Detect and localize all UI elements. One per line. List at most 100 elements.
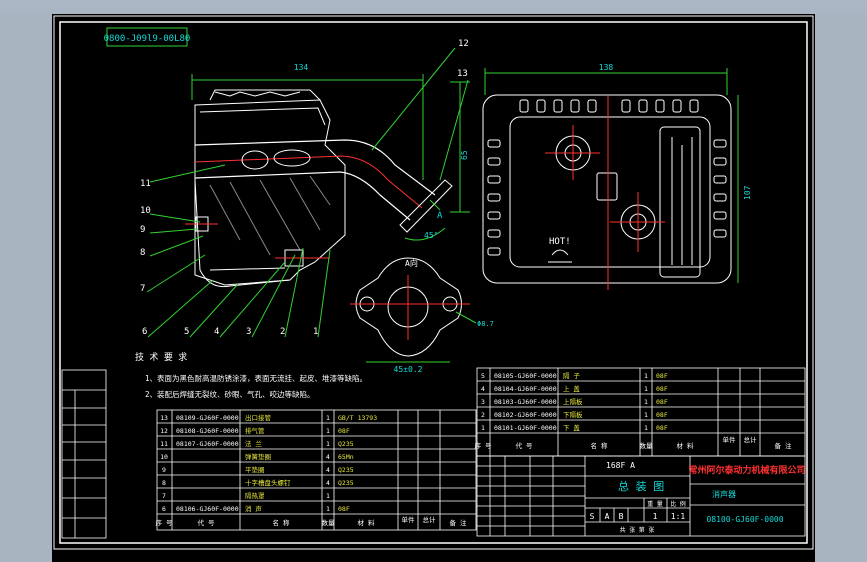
svg-text:单件: 单件 — [723, 435, 737, 444]
svg-text:消 声: 消 声 — [245, 504, 262, 513]
balloon-2: 2 — [280, 327, 285, 337]
svg-text:08F: 08F — [656, 424, 668, 432]
drawing-title: 总 装 图 — [618, 479, 664, 493]
outer-frame — [53, 15, 814, 550]
dim-side-height: 65 — [460, 150, 469, 160]
stage-mark-b: B — [619, 512, 624, 521]
scale-label: 比 例 — [670, 500, 686, 508]
svg-text:1: 1 — [644, 411, 648, 419]
dim-top-height: 107 — [743, 185, 752, 200]
svg-text:材 料: 材 料 — [677, 441, 694, 450]
svg-text:序 号: 序 号 — [475, 441, 492, 450]
left-parts-table-grid — [156, 409, 477, 531]
balloon-9: 9 — [140, 225, 145, 235]
balloon-1: 1 — [313, 327, 318, 337]
balloon-7: 7 — [140, 284, 145, 294]
svg-text:总计: 总计 — [744, 435, 758, 444]
svg-text:数量: 数量 — [640, 441, 654, 450]
svg-text:08102-GJ60F-0000: 08102-GJ60F-0000 — [494, 411, 557, 419]
balloon-5: 5 — [184, 327, 189, 337]
part-name: 消声器 — [712, 489, 736, 499]
hot-label: HOT! — [549, 237, 571, 247]
svg-text:1: 1 — [644, 398, 648, 406]
svg-text:13: 13 — [160, 414, 168, 422]
svg-text:总计: 总计 — [423, 515, 437, 524]
revision-strip — [61, 369, 107, 539]
right-parts-table: 5 08105-GJ60F-0000 隔 子 1 08F 4 08104-GJ6… — [475, 371, 792, 450]
balloon-6: 6 — [142, 327, 147, 337]
flange-hole: Φ8.7 — [477, 320, 494, 328]
balloon-8: 8 — [140, 248, 145, 258]
svg-text:3: 3 — [481, 398, 485, 406]
svg-text:GB/T 13793: GB/T 13793 — [338, 414, 377, 422]
top-view — [482, 68, 739, 290]
title-block-grid — [476, 455, 806, 537]
svg-text:1: 1 — [326, 414, 330, 422]
svg-text:1: 1 — [644, 372, 648, 380]
svg-text:4: 4 — [326, 466, 330, 474]
sheet-count: 1 — [653, 512, 658, 521]
svg-text:08101-GJ60F-0000: 08101-GJ60F-0000 — [494, 424, 557, 432]
svg-text:代 号: 代 号 — [198, 518, 215, 527]
svg-text:08104-GJ60F-0000: 08104-GJ60F-0000 — [494, 385, 557, 393]
svg-text:5: 5 — [481, 372, 485, 380]
balloon-11: 11 — [140, 179, 151, 189]
svg-text:Q235: Q235 — [338, 466, 354, 474]
svg-text:08F: 08F — [338, 505, 350, 513]
company-name: 常州阿尔泰动力机械有限公司 — [688, 464, 805, 476]
svg-text:8: 8 — [162, 479, 166, 487]
svg-text:隔热罩: 隔热罩 — [245, 491, 265, 500]
svg-text:10: 10 — [160, 453, 168, 461]
balloon-13: 13 — [457, 69, 468, 79]
svg-text:下 盖: 下 盖 — [563, 423, 580, 432]
drawing-number: 08100-GJ60F-0000 — [706, 515, 783, 524]
svg-text:08F: 08F — [656, 398, 668, 406]
svg-text:排气管: 排气管 — [245, 426, 265, 435]
inner-frame — [59, 21, 808, 544]
svg-text:08108-GJ60F-0000: 08108-GJ60F-0000 — [176, 427, 239, 435]
svg-text:备 注: 备 注 — [450, 518, 467, 527]
balloon-4: 4 — [214, 327, 219, 337]
svg-text:1: 1 — [326, 505, 330, 513]
svg-text:2: 2 — [481, 411, 485, 419]
svg-text:12: 12 — [160, 427, 168, 435]
side-view — [185, 74, 470, 288]
svg-text:1: 1 — [481, 424, 485, 432]
svg-text:隔 子: 隔 子 — [563, 371, 580, 380]
svg-text:单件: 单件 — [402, 515, 416, 524]
stage-mark-s: S — [590, 512, 595, 521]
svg-text:法 兰: 法 兰 — [245, 439, 262, 448]
svg-text:平垫圈: 平垫圈 — [245, 465, 265, 474]
drawing-code-box — [106, 27, 188, 47]
scale-value: 1:1 — [671, 512, 686, 521]
svg-text:1: 1 — [326, 440, 330, 448]
svg-text:08105-GJ60F-0000: 08105-GJ60F-0000 — [494, 372, 557, 380]
svg-text:08109-GJ60F-0000: 08109-GJ60F-0000 — [176, 414, 239, 422]
svg-text:1: 1 — [326, 427, 330, 435]
svg-text:1: 1 — [644, 424, 648, 432]
svg-text:出口接管: 出口接管 — [245, 413, 272, 422]
dim-side-width: 134 — [294, 63, 309, 72]
svg-text:Q235: Q235 — [338, 440, 354, 448]
dim-top-width: 138 — [599, 63, 614, 72]
svg-text:弹簧垫圈: 弹簧垫圈 — [245, 452, 271, 461]
svg-text:1: 1 — [326, 492, 330, 500]
svg-text:08103-GJ60F-0000: 08103-GJ60F-0000 — [494, 398, 557, 406]
balloon-3: 3 — [246, 327, 251, 337]
svg-text:名 称: 名 称 — [273, 518, 290, 527]
top-view-slots — [487, 99, 727, 256]
sheet-text: 共 张 第 张 — [620, 526, 655, 534]
right-parts-table-grid — [476, 367, 806, 457]
tech-note-1: 1、表面为黑色耐高温防锈涂漆，表面无流挂、起皮、堆漆等缺陷。 — [145, 373, 367, 383]
view-a-title: A向 — [405, 258, 418, 268]
svg-text:08F: 08F — [656, 411, 668, 419]
label-a: A — [437, 211, 443, 221]
dim-angle: 45° — [424, 231, 438, 240]
balloon-leaders — [146, 47, 469, 338]
flange-view — [350, 257, 477, 363]
svg-text:4: 4 — [326, 453, 330, 461]
svg-text:上 盖: 上 盖 — [563, 384, 580, 393]
tech-notes-title: 技 术 要 求 — [135, 351, 187, 363]
